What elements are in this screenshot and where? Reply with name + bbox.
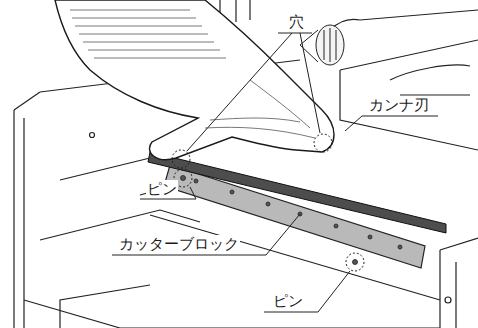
machine-body: [14, 0, 478, 328]
part-label: カンナ刃: [368, 96, 430, 114]
gloved-hand: [55, 0, 334, 160]
part-label: カッターブロック: [118, 235, 240, 253]
leader-lines: [112, 33, 438, 312]
part-label: 穴: [288, 13, 305, 31]
part-label: ピン: [272, 292, 304, 310]
part-label: ピン: [146, 180, 178, 198]
motor-detail: [300, 25, 344, 65]
